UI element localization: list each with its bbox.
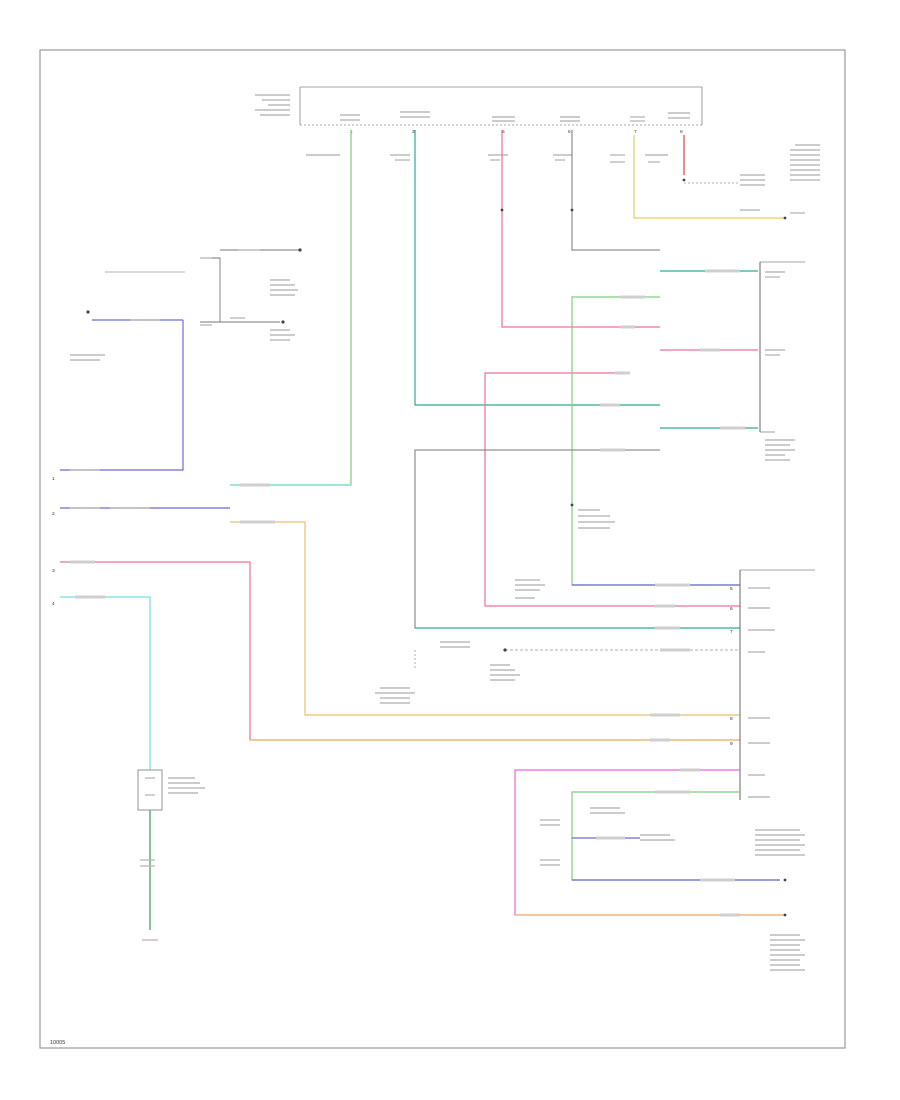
wire-teal-pin3 bbox=[414, 130, 660, 406]
svg-text:6: 6 bbox=[730, 606, 733, 612]
svg-text:1: 1 bbox=[52, 476, 55, 482]
svg-text:2: 2 bbox=[52, 511, 55, 517]
wire-black-pin6 bbox=[571, 130, 660, 251]
figure-id: 10005 bbox=[50, 1040, 65, 1046]
ac-circuit bbox=[60, 249, 351, 509]
diagram-frame bbox=[39, 49, 846, 1049]
wire-green-bottom bbox=[571, 791, 780, 881]
wire-green-ac-signal bbox=[230, 130, 352, 486]
svg-text:9: 9 bbox=[730, 741, 733, 747]
wire-pink-left bbox=[60, 561, 740, 741]
svg-text:7: 7 bbox=[634, 129, 637, 135]
svg-text:8: 8 bbox=[680, 129, 683, 135]
wire-cyan-left bbox=[60, 596, 151, 770]
top-module-connector: 1 3 5 6 7 8 bbox=[255, 86, 703, 163]
cooling-fan-module bbox=[137, 769, 163, 811]
pin-numbers: 1 2 3 4 5 6 7 8 9 bbox=[52, 476, 733, 747]
svg-text:5: 5 bbox=[730, 586, 733, 592]
wire-yellow-pin7 bbox=[633, 135, 785, 219]
wire-pink-right bbox=[484, 372, 740, 607]
engine-control-module-connector bbox=[739, 569, 815, 856]
svg-text:6: 6 bbox=[568, 129, 571, 135]
bottom-right-sensor-label bbox=[770, 934, 805, 971]
wire-pink-pin5 bbox=[501, 130, 660, 328]
svg-text:8: 8 bbox=[730, 716, 733, 722]
svg-text:3: 3 bbox=[412, 129, 415, 135]
svg-text:3: 3 bbox=[52, 568, 55, 574]
svg-text:4: 4 bbox=[52, 601, 55, 607]
svg-text:7: 7 bbox=[730, 629, 733, 635]
top-right-sensor-label bbox=[740, 144, 820, 214]
right-sensor-connector bbox=[759, 261, 805, 461]
svg-text:5: 5 bbox=[502, 129, 505, 135]
wire-black-right bbox=[414, 449, 740, 629]
connector-terminals bbox=[86, 178, 787, 917]
wire-green-right bbox=[571, 296, 740, 586]
